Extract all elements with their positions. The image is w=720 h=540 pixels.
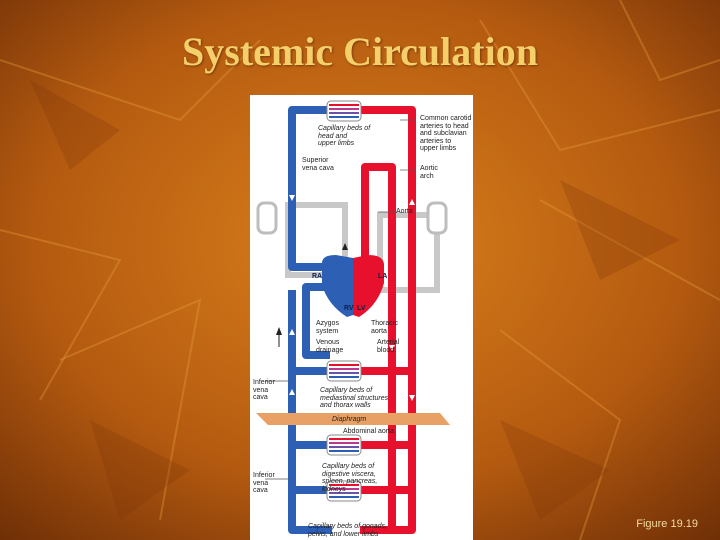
capillary-bed-mediastinal [326, 360, 362, 382]
label-capillary-digestive: Capillary beds of digestive viscera, spl… [322, 463, 378, 493]
label-aorta: Aorta [396, 208, 413, 215]
label-aortic-arch: Aortic arch [420, 165, 438, 180]
label-abdominal-aorta: Abdominal aorta [343, 428, 394, 435]
label-arrows [276, 243, 348, 347]
label-diaphragm: Diaphragm [332, 416, 367, 423]
chamber-la: LA [378, 273, 388, 280]
heart-left-side [353, 255, 384, 317]
lung-capillary-right [426, 201, 448, 235]
heart-right-side [322, 255, 353, 317]
label-thoracic-aorta: Thoracic aorta [371, 320, 398, 335]
slide-title: Systemic Circulation [182, 29, 538, 74]
capillary-bed-digestive [326, 434, 362, 456]
systemic-circulation-diagram: Capillary beds of head and upper limbs S… [250, 95, 473, 540]
label-capillary-head: Capillary beds of head and upper limbs [318, 125, 371, 147]
venous-vessels [288, 106, 332, 534]
label-ivc-upper: Inferior vena cava [253, 379, 275, 401]
chamber-rv: RV [344, 305, 354, 312]
diaphragm-band [256, 413, 450, 425]
circulation-schematic [256, 100, 450, 534]
label-common-carotid: Common carotid arteries to head and subc… [420, 115, 472, 152]
label-venous-drainage: Venous drainage [316, 339, 344, 354]
leader-lines [265, 119, 416, 480]
capillary-bed-lower-body [326, 480, 362, 502]
label-azygos: Azygos system [316, 320, 339, 335]
figure-caption: Figure 19.19 [636, 518, 698, 530]
label-capillary-gonads: Capillary beds of gonads, pelvis, and lo… [308, 523, 387, 538]
label-capillary-mediastinal: Capillary beds of mediastinal structures… [320, 387, 389, 409]
chamber-lv: LV [357, 305, 366, 312]
lung-capillary-left [256, 201, 278, 235]
capillary-bed-head [326, 100, 362, 122]
label-ivc-lower: Inferior vena cava [253, 472, 275, 494]
label-superior-vena-cava: Superior vena cava [302, 157, 334, 172]
label-arterial-blood: Arterial blood [377, 339, 400, 354]
chamber-ra: RA [312, 273, 323, 280]
flow-arrows [289, 195, 415, 401]
